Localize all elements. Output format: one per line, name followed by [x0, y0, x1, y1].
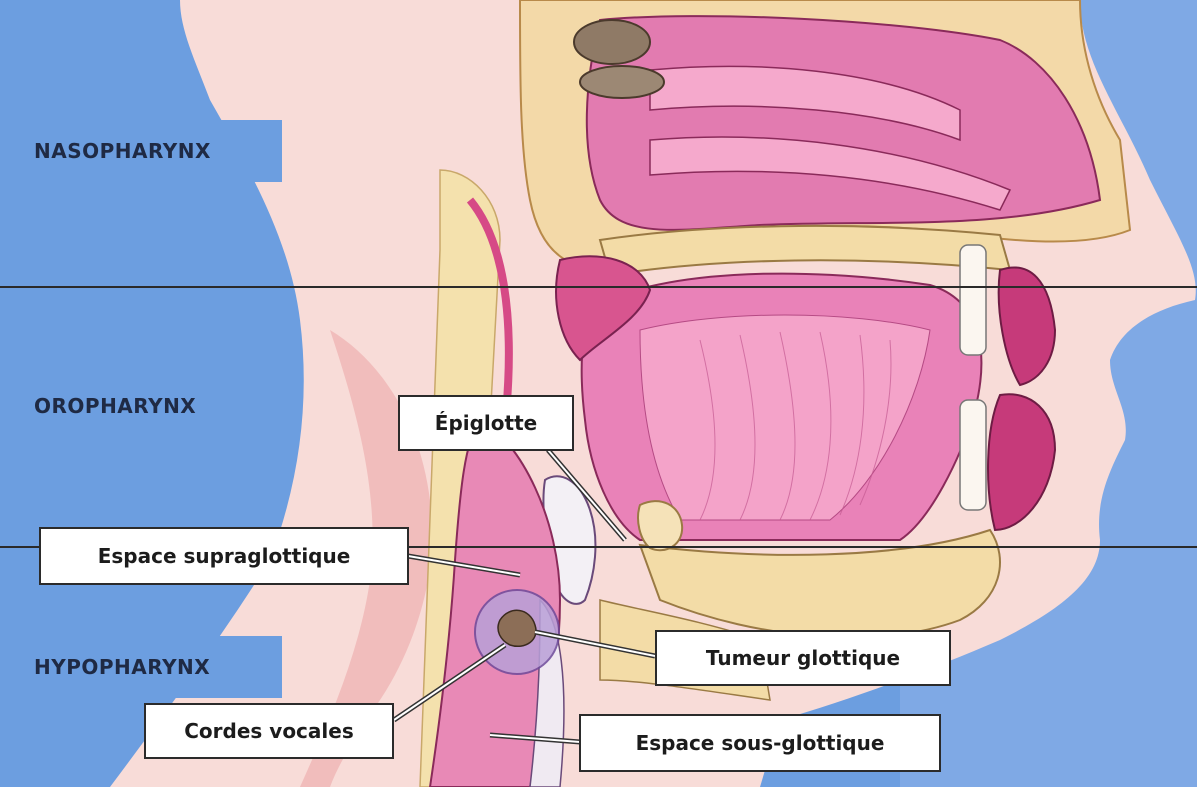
glottic-tumor	[498, 610, 536, 646]
epiglotte-callout: Épiglotte	[398, 395, 574, 451]
upper-incisor	[960, 245, 986, 355]
sphenoid-sinus-lower	[580, 66, 664, 98]
cordes-vocales-callout: Cordes vocales	[144, 703, 394, 759]
hyoid-bone	[638, 501, 682, 550]
divider-naso-oro	[0, 286, 1197, 288]
oropharynx-label: OROPHARYNX	[14, 375, 282, 437]
tumeur-glottique-callout: Tumeur glottique	[655, 630, 951, 686]
hypopharynx-label: HYPOPHARYNX	[14, 636, 282, 698]
espace-sous-glottique-callout: Espace sous-glottique	[579, 714, 941, 772]
sphenoid-sinus	[574, 20, 650, 64]
espace-supraglottique-callout: Espace supraglottique	[39, 527, 409, 585]
nasopharynx-label: NASOPHARYNX	[14, 120, 282, 182]
lower-incisor	[960, 400, 986, 510]
